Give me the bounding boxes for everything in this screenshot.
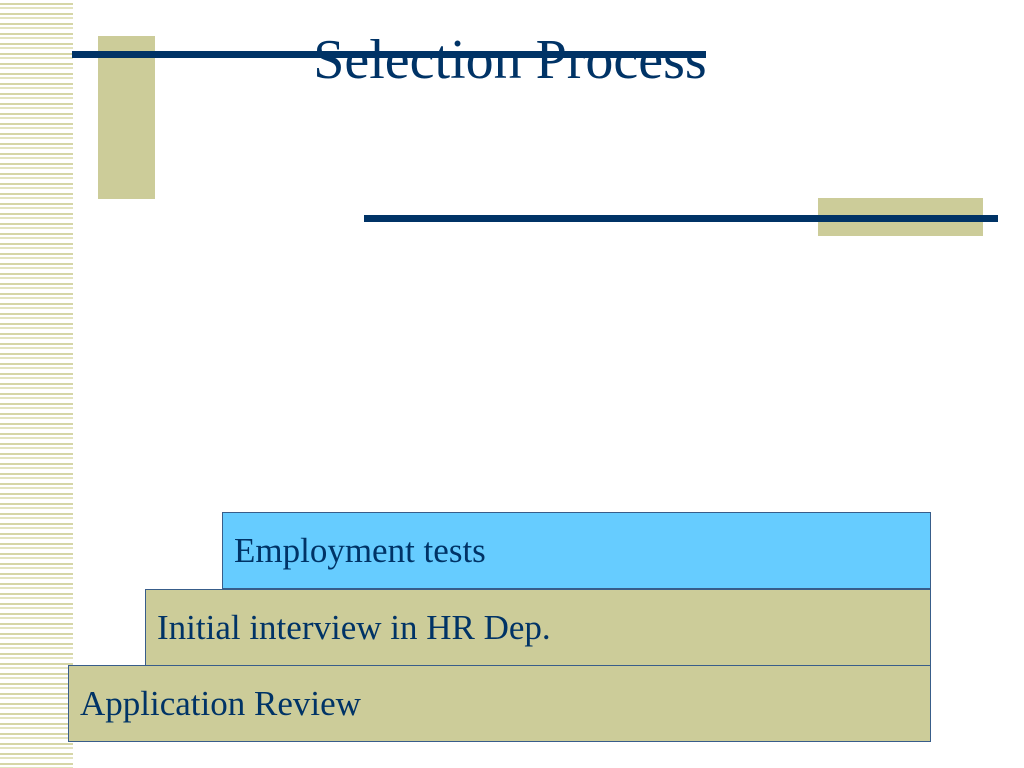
step-label: Application Review	[80, 684, 361, 723]
step-employment-tests[interactable]: Employment tests	[222, 512, 931, 589]
step-application-review[interactable]: Application Review	[68, 665, 931, 742]
decorative-navy-line-middle	[364, 215, 998, 222]
decorative-navy-line-top	[72, 51, 706, 58]
slide-title: Selection Process	[313, 29, 707, 91]
decorative-stripe-band	[0, 0, 73, 768]
step-initial-interview[interactable]: Initial interview in HR Dep.	[145, 589, 931, 666]
step-label: Initial interview in HR Dep.	[157, 608, 551, 647]
decorative-tan-block-vertical	[98, 36, 155, 199]
step-label: Employment tests	[234, 531, 486, 570]
